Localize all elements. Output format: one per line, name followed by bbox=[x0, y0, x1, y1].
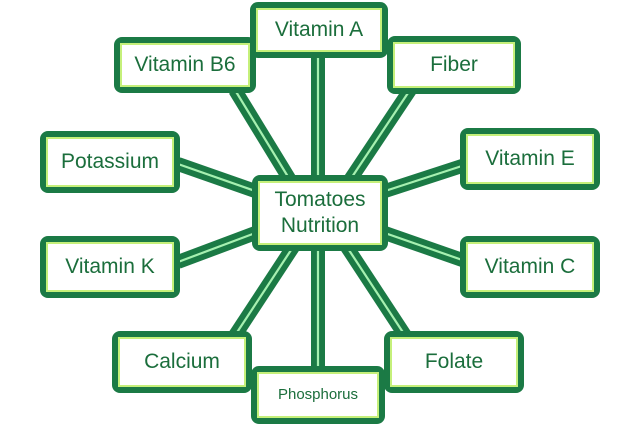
node-folate: Folate bbox=[384, 331, 524, 393]
spoke-vitamin-c-highlight bbox=[381, 230, 469, 264]
node-label-calcium: Calcium bbox=[118, 337, 246, 387]
node-vitamin-b6: Vitamin B6 bbox=[114, 37, 256, 93]
spoke-vitamin-k-highlight bbox=[177, 230, 259, 264]
spoke-calcium-highlight bbox=[231, 243, 296, 341]
node-label-phosphorus: Phosphorus bbox=[257, 372, 379, 418]
node-vitamin-e: Vitamin E bbox=[460, 128, 600, 190]
spoke-potassium-highlight bbox=[177, 162, 259, 194]
node-vitamin-a: Vitamin A bbox=[250, 2, 388, 58]
spoke-fiber-highlight bbox=[349, 89, 411, 181]
node-label-vitamin-e: Vitamin E bbox=[466, 134, 594, 184]
node-label-fiber: Fiber bbox=[393, 42, 515, 88]
node-label-vitamin-b6: Vitamin B6 bbox=[120, 43, 250, 87]
node-label-folate: Folate bbox=[390, 337, 518, 387]
spoke-vitamin-b6-highlight bbox=[234, 89, 291, 181]
node-phosphorus: Phosphorus bbox=[251, 366, 385, 424]
node-vitamin-c: Vitamin C bbox=[460, 236, 600, 298]
node-label-vitamin-c: Vitamin C bbox=[466, 242, 594, 292]
node-label-vitamin-a: Vitamin A bbox=[256, 8, 382, 52]
node-vitamin-k: Vitamin K bbox=[40, 236, 180, 298]
node-label-potassium: Potassium bbox=[46, 137, 174, 187]
center-label: Tomatoes Nutrition bbox=[258, 181, 382, 245]
node-calcium: Calcium bbox=[112, 331, 252, 393]
node-center-tomatoes-nutrition: Tomatoes Nutrition bbox=[252, 175, 388, 251]
spoke-vitamin-e-highlight bbox=[381, 162, 469, 194]
node-fiber: Fiber bbox=[387, 36, 521, 94]
spoke-folate-highlight bbox=[344, 243, 409, 341]
node-potassium: Potassium bbox=[40, 131, 180, 193]
node-label-vitamin-k: Vitamin K bbox=[46, 242, 174, 292]
